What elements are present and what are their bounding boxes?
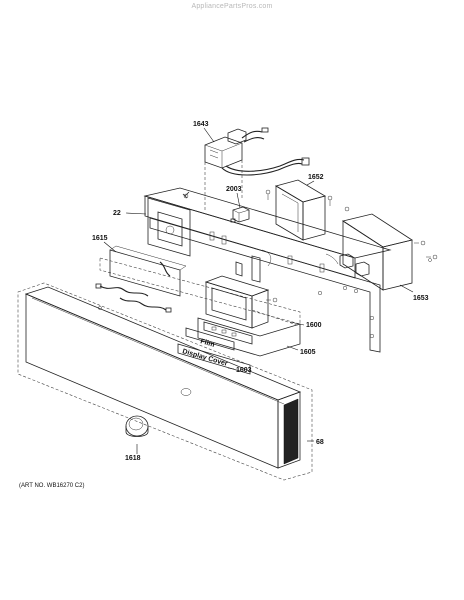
watermark: AppliancePartsPros.com bbox=[191, 3, 273, 10]
callout-2003[interactable]: 2003 bbox=[226, 186, 242, 193]
knob-part-1618[interactable] bbox=[125, 415, 149, 437]
control-panel-part-68[interactable] bbox=[17, 282, 313, 481]
callout-1653[interactable]: 1653 bbox=[413, 295, 429, 302]
control-bracket-part-22[interactable] bbox=[143, 187, 392, 353]
callout-1615[interactable]: 1615 bbox=[92, 235, 108, 242]
leader-lines bbox=[103, 127, 414, 454]
callout-1618[interactable]: 1618 bbox=[125, 455, 141, 462]
film-part[interactable]: Film bbox=[185, 327, 235, 351]
callout-1605[interactable]: 1605 bbox=[300, 349, 316, 356]
film-label: Film bbox=[199, 338, 215, 349]
control-board-part-1652[interactable] bbox=[274, 179, 327, 241]
control-board-part-1653[interactable] bbox=[325, 213, 413, 291]
callout-22[interactable]: 22 bbox=[113, 210, 121, 217]
art-number: (ART NO. WB16270 C2) bbox=[19, 483, 84, 489]
callout-1600[interactable]: 1600 bbox=[306, 322, 322, 329]
display-cover-label: Display Cover bbox=[181, 348, 228, 368]
display-bracket-part-1605[interactable] bbox=[197, 317, 301, 357]
transformer-part-1643[interactable] bbox=[204, 127, 310, 176]
relay-part-2003[interactable] bbox=[230, 206, 250, 223]
callout-68[interactable]: 68 bbox=[316, 439, 324, 446]
mounting-screws bbox=[98, 189, 438, 310]
display-board-part-1600[interactable] bbox=[204, 275, 301, 329]
callout-1603[interactable]: 1603 bbox=[236, 367, 252, 374]
callout-1643[interactable]: 1643 bbox=[193, 121, 209, 128]
callout-1652[interactable]: 1652 bbox=[308, 174, 324, 181]
wire-harness-part-1615[interactable] bbox=[95, 245, 301, 325]
callout-labels: 1643 1652 2003 22 1615 1653 1600 1605 16… bbox=[92, 121, 429, 462]
